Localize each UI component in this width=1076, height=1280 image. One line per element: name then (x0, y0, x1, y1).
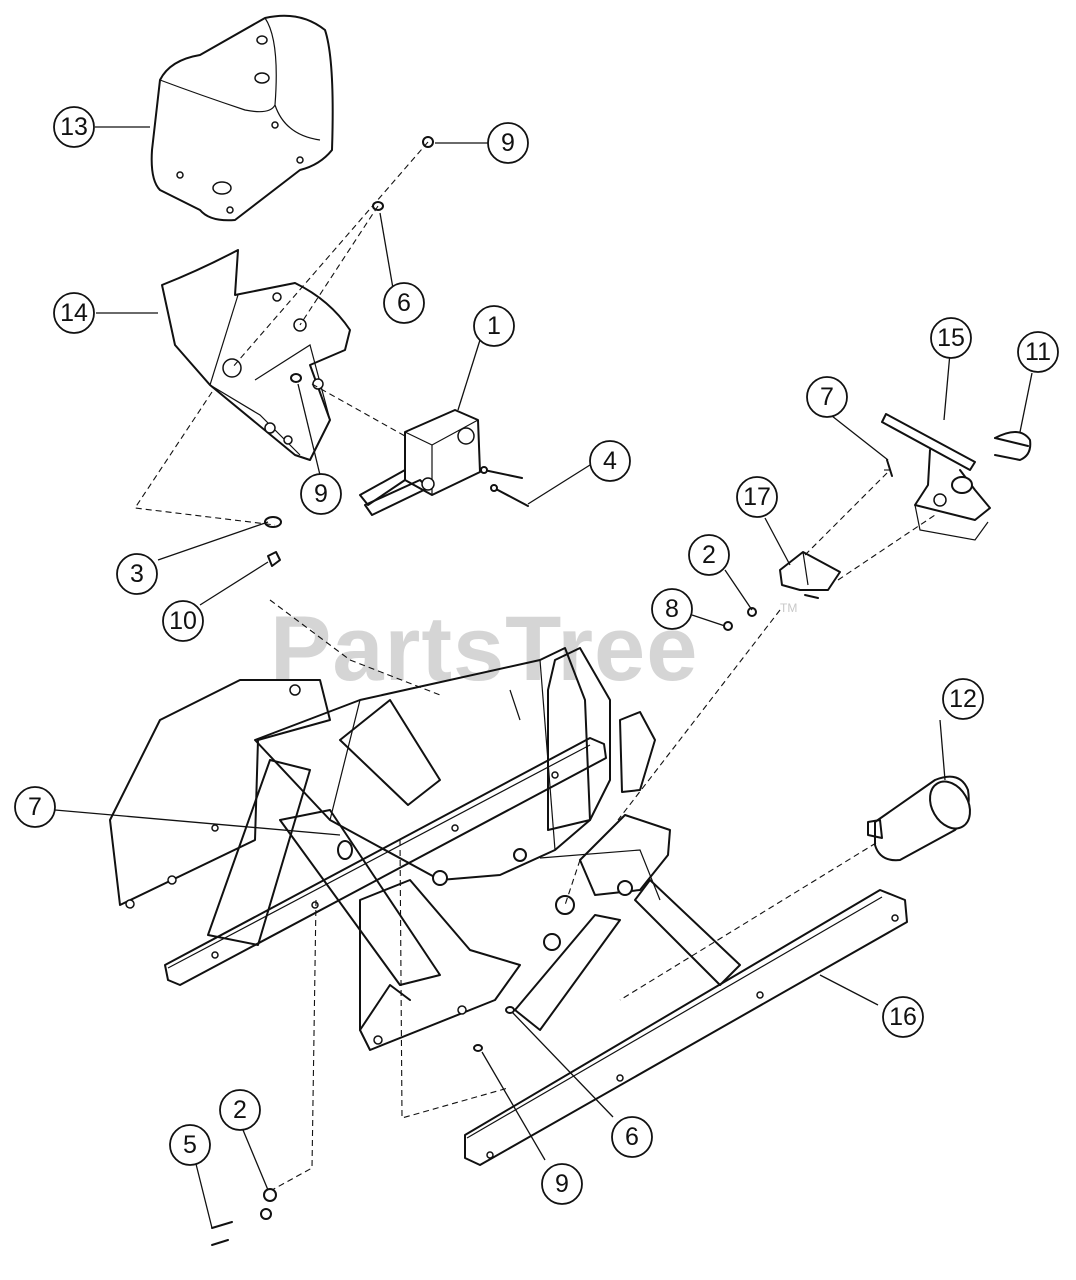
callout-9-mid[interactable]: 9 (300, 473, 342, 515)
callout-8[interactable]: 8 (651, 588, 693, 630)
part-12-roller (867, 775, 971, 862)
svg-text:12: 12 (949, 685, 977, 713)
part-16-rear-beam (464, 889, 908, 1166)
part-2-washer-bottom-b (260, 1208, 272, 1220)
part-8-nut (723, 621, 733, 631)
callout-3[interactable]: 3 (116, 553, 158, 595)
callout-15[interactable]: 15 (930, 317, 972, 359)
svg-text:6: 6 (625, 1123, 639, 1151)
callout-leaders (54, 126, 1033, 1229)
part-14-bracket (161, 249, 351, 461)
part-11-pin (994, 431, 1032, 461)
svg-text:3: 3 (130, 560, 144, 588)
part-2-washer-bottom (263, 1188, 277, 1202)
part-17-clamp (779, 551, 841, 599)
svg-text:16: 16 (889, 1003, 917, 1031)
callout-13[interactable]: 13 (53, 106, 95, 148)
callout-7-left[interactable]: 7 (14, 786, 56, 828)
callout-6-bottom[interactable]: 6 (611, 1116, 653, 1158)
callout-14[interactable]: 14 (53, 292, 95, 334)
callout-9-top[interactable]: 9 (487, 122, 529, 164)
callout-4[interactable]: 4 (589, 440, 631, 482)
callout-11[interactable]: 11 (1017, 331, 1059, 373)
partstree-watermark: PartsTree (270, 598, 698, 700)
svg-text:4: 4 (603, 447, 617, 475)
part-2-washer-mid (747, 607, 757, 617)
callout-2-mid[interactable]: 2 (688, 534, 730, 576)
callout-12[interactable]: 12 (942, 678, 984, 720)
main-frame (109, 647, 908, 1166)
svg-text:15: 15 (937, 324, 965, 352)
callout-10[interactable]: 10 (162, 600, 204, 642)
part-4-bolts (480, 466, 529, 507)
callout-1[interactable]: 1 (473, 305, 515, 347)
callout-17[interactable]: 17 (736, 476, 778, 518)
svg-text:14: 14 (60, 299, 88, 327)
svg-text:10: 10 (169, 607, 197, 635)
svg-text:2: 2 (702, 541, 716, 569)
svg-text:17: 17 (743, 483, 771, 511)
callout-16[interactable]: 16 (882, 996, 924, 1038)
svg-text:9: 9 (314, 480, 328, 508)
svg-text:9: 9 (555, 1170, 569, 1198)
part-15-handle (881, 413, 991, 541)
part-13-cover (150, 14, 334, 222)
part-1-mount-block (359, 409, 481, 516)
part-5-bolt-a (211, 1221, 233, 1229)
assembly-lines (134, 141, 936, 1191)
part-9-nut-mid (290, 373, 302, 383)
svg-text:7: 7 (820, 383, 834, 411)
svg-text:8: 8 (665, 595, 679, 623)
svg-text:6: 6 (397, 289, 411, 317)
callout-2-bottom[interactable]: 2 (219, 1089, 261, 1131)
svg-text:13: 13 (60, 113, 88, 141)
callout-6-top[interactable]: 6 (383, 282, 425, 324)
svg-text:5: 5 (183, 1131, 197, 1159)
part-5-bolt-b (211, 1239, 229, 1246)
callout-9-bottom[interactable]: 9 (541, 1163, 583, 1205)
svg-text:11: 11 (1025, 338, 1051, 366)
part-7-bolt-top (886, 459, 893, 477)
callout-5[interactable]: 5 (169, 1124, 211, 1166)
trademark-mark: TM (780, 601, 797, 615)
svg-text:7: 7 (28, 793, 42, 821)
svg-text:2: 2 (233, 1096, 247, 1124)
callout-7-top[interactable]: 7 (806, 376, 848, 418)
svg-text:9: 9 (501, 129, 515, 157)
part-10-nut (267, 551, 281, 567)
svg-text:1: 1 (487, 312, 501, 340)
